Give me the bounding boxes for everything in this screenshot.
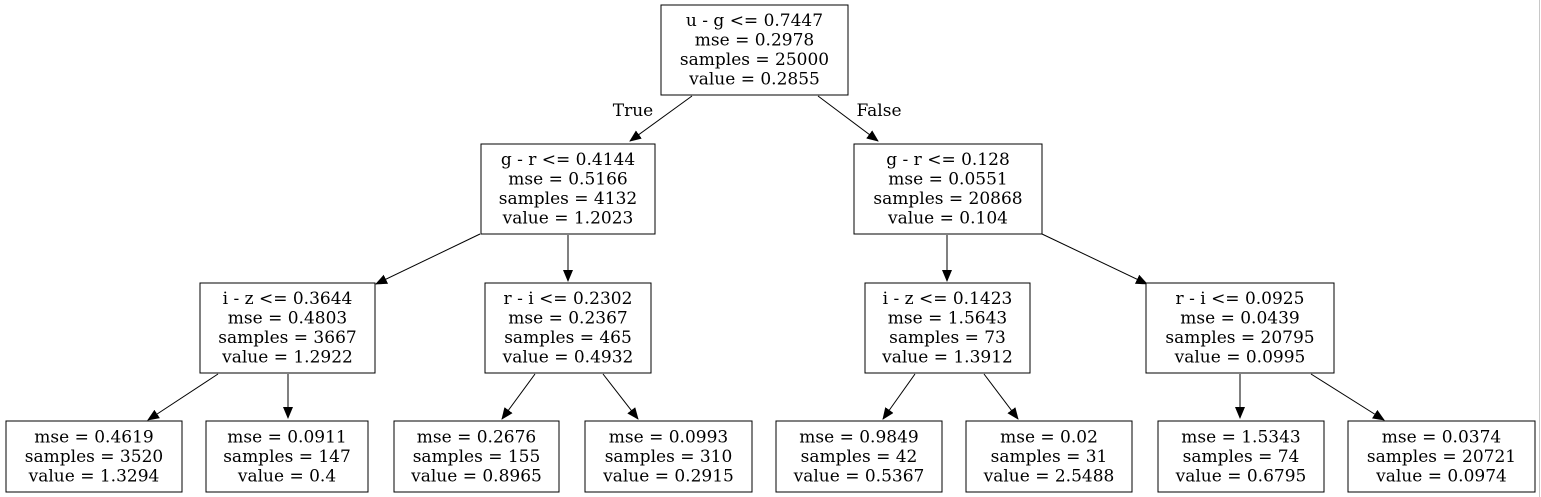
node-line: i - z <= 0.3644 <box>223 289 353 309</box>
node-box <box>853 143 1043 235</box>
node-line: value = 0.4 <box>237 466 336 486</box>
node-box <box>660 4 849 96</box>
node-line: mse = 0.2676 <box>417 427 536 447</box>
node-box <box>1157 420 1325 493</box>
node-line: value = 1.3912 <box>881 348 1013 368</box>
node-line: value = 0.2855 <box>688 70 820 90</box>
node-box <box>965 420 1133 493</box>
node-line: r - i <= 0.0925 <box>1176 289 1305 309</box>
node-line: samples = 74 <box>1183 447 1300 467</box>
edge-n3-to-n7 <box>147 373 219 421</box>
node-line: value = 0.4932 <box>502 348 634 368</box>
node-line: value = 1.2922 <box>221 348 353 368</box>
node-line: samples = 310 <box>605 447 733 467</box>
page-right-border <box>1539 0 1540 497</box>
node-line: mse = 0.0374 <box>1382 427 1501 447</box>
node-box <box>584 420 753 493</box>
node-line: mse = 0.0439 <box>1180 309 1299 329</box>
node-line: mse = 0.02 <box>1000 427 1098 447</box>
node-box <box>5 420 183 493</box>
node-line: mse = 0.4803 <box>228 309 347 329</box>
node-line: mse = 0.0911 <box>227 427 346 447</box>
node-box <box>484 282 652 374</box>
node-line: samples = 20868 <box>873 189 1022 209</box>
node-line: value = 0.0995 <box>1174 348 1306 368</box>
node-line: value = 0.5367 <box>793 466 925 486</box>
node-line: u - g <= 0.7447 <box>686 11 823 31</box>
node-line: samples = 31 <box>991 447 1108 467</box>
node-box <box>775 420 943 493</box>
node-box <box>1347 420 1536 493</box>
node-line: i - z <= 0.1423 <box>883 289 1013 309</box>
node-line: samples = 20721 <box>1367 447 1516 467</box>
node-line: value = 0.2915 <box>602 466 734 486</box>
edge-n6-to-n14 <box>1310 373 1385 421</box>
node-box <box>205 420 369 493</box>
node-line: value = 1.2023 <box>502 209 634 229</box>
node-line: mse = 0.5166 <box>508 170 627 190</box>
node-line: samples = 155 <box>413 447 541 467</box>
edge-n0-to-n1 <box>629 95 693 142</box>
edges-layer: True False <box>147 95 1385 421</box>
node-line: samples = 3667 <box>218 328 356 348</box>
node-line: value = 2.5488 <box>983 466 1115 486</box>
node-line: mse = 0.9849 <box>799 427 918 447</box>
edge-n1-to-n3 <box>375 233 481 285</box>
edge-n4-to-n9 <box>501 373 536 420</box>
node-line: mse = 0.4619 <box>34 427 153 447</box>
node-line: samples = 42 <box>801 447 918 467</box>
edge-n0-to-n2 <box>817 95 879 142</box>
edge-n5-to-n12 <box>983 373 1019 420</box>
node-line: mse = 0.2978 <box>695 31 814 51</box>
node-line: samples = 4132 <box>499 189 637 209</box>
node-box <box>864 282 1031 374</box>
edge-n2-to-n6 <box>1041 233 1148 285</box>
node-line: g - r <= 0.128 <box>886 150 1010 170</box>
node-line: value = 1.3294 <box>28 466 160 486</box>
node-box <box>393 420 560 493</box>
edge-n5-to-n11 <box>882 373 916 420</box>
node-line: samples = 73 <box>889 328 1006 348</box>
node-box <box>1145 282 1335 374</box>
node-line: value = 0.104 <box>887 209 1008 229</box>
node-line: value = 0.8965 <box>410 466 542 486</box>
node-line: value = 0.6795 <box>1175 466 1307 486</box>
node-line: mse = 0.0551 <box>888 170 1007 190</box>
edge-n4-to-n10 <box>602 373 639 420</box>
node-line: samples = 25000 <box>680 50 829 70</box>
node-line: mse = 0.0993 <box>609 427 728 447</box>
node-line: g - r <= 0.4144 <box>501 150 635 170</box>
node-line: mse = 1.5343 <box>1181 427 1300 447</box>
node-line: samples = 3520 <box>25 447 163 467</box>
edge-label-false: False <box>857 101 902 121</box>
node-line: samples = 147 <box>223 447 351 467</box>
edge-label-true: True <box>613 101 653 121</box>
node-box <box>199 282 376 374</box>
node-line: r - i <= 0.2302 <box>504 289 633 309</box>
node-line: mse = 1.5643 <box>888 309 1007 329</box>
node-line: samples = 20795 <box>1165 328 1314 348</box>
node-box <box>480 143 656 235</box>
node-line: value = 0.0974 <box>1375 466 1507 486</box>
node-line: samples = 465 <box>504 328 632 348</box>
node-line: mse = 0.2367 <box>508 309 627 329</box>
